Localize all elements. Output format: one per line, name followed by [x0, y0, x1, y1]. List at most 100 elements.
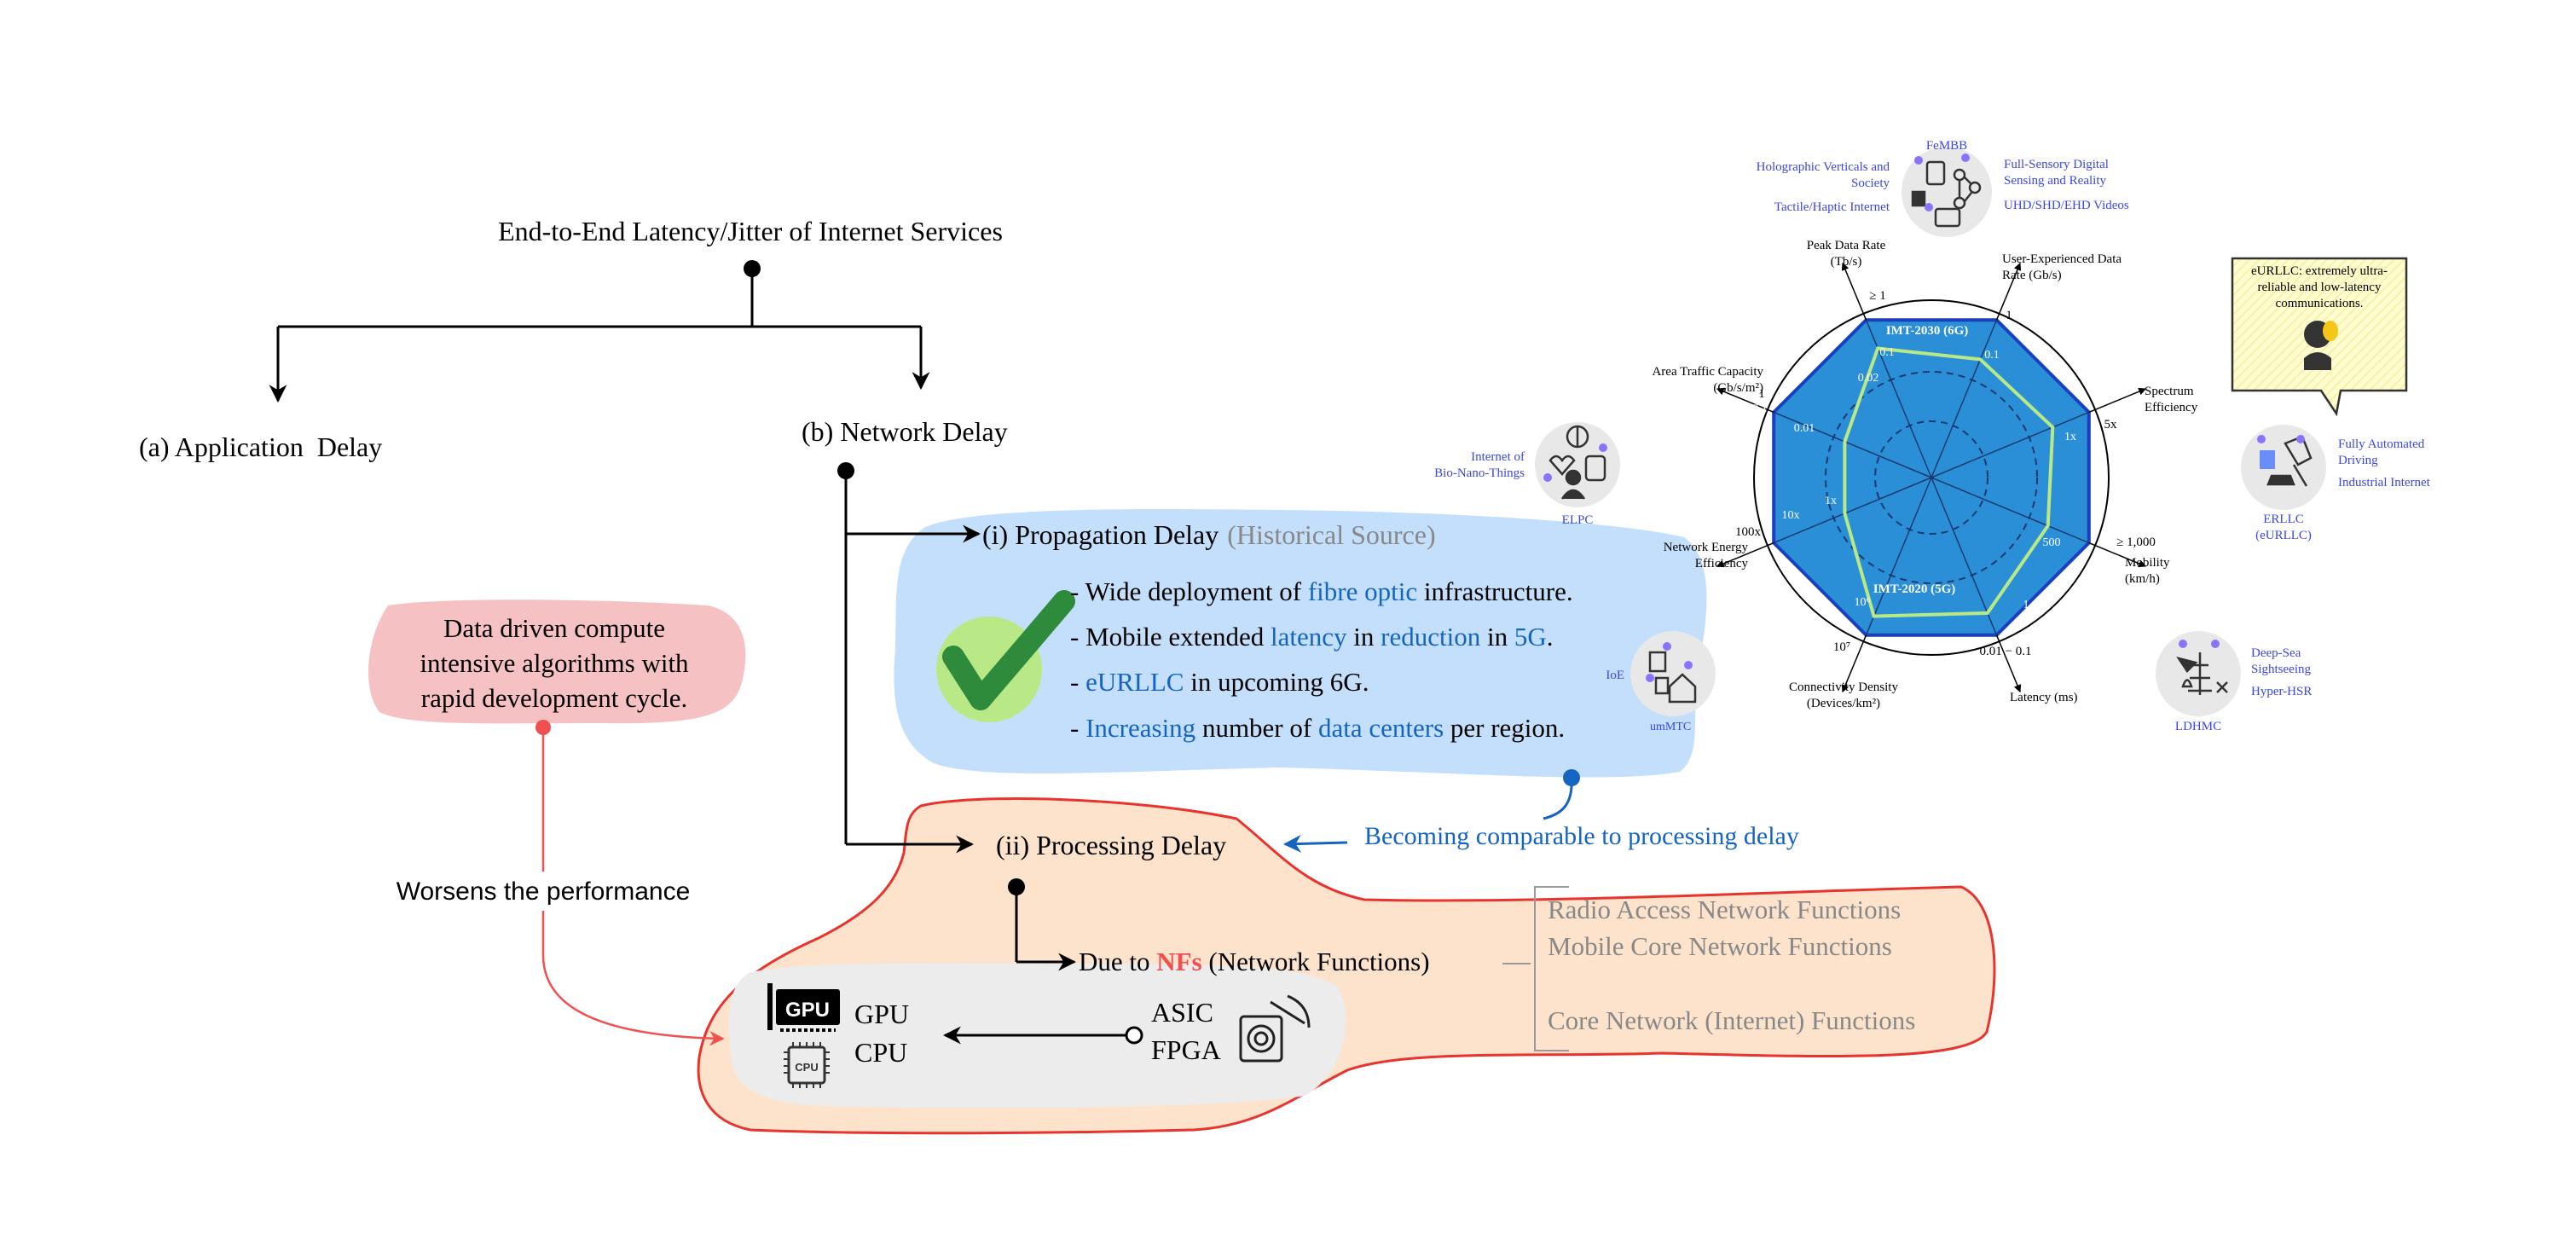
svg-text:Sightseeing: Sightseeing — [2251, 663, 2311, 676]
core-internet-functions: Core Network (Internet) Functions — [1548, 1005, 1915, 1035]
radar-outer-circle — [1753, 299, 2110, 656]
bullet-eurllc: - eURLLC in upcoming 6G. — [1070, 667, 1369, 697]
radar-axis-5 — [1995, 634, 2022, 693]
radar-axis-top-7: 100x — [1735, 525, 1762, 539]
eurllc-callout: eURLLC: extremely ultra- reliable and lo… — [2231, 257, 2408, 417]
radar-axis-name-7: Network Energy — [1664, 541, 1749, 554]
ummtc-cluster: IoE umMTC — [1606, 631, 1716, 733]
bullet-datacenters: - Increasing number of data centers per … — [1070, 713, 1565, 743]
svg-text:eURLLC: extremely ultra-: eURLLC: extremely ultra- — [2251, 264, 2388, 278]
radar-axis-8 — [1716, 387, 1774, 414]
elpc-icon — [1535, 422, 1620, 507]
radar-spoke-5 — [1931, 477, 1998, 636]
erllc-cluster: ERLLC (eURLLC) Fully Automated Driving I… — [2241, 425, 2431, 542]
svg-text:Society: Society — [1851, 177, 1890, 190]
radar-axis-3 — [2088, 387, 2147, 414]
radar-axis-name-5: Latency (ms) — [2010, 691, 2078, 704]
elpc-cluster: ELPC Internet of Bio-Nano-Things — [1434, 422, 1620, 527]
radar-spoke-6 — [1865, 477, 1932, 636]
application-delay-label: (a) Application Delay — [139, 431, 382, 462]
ldhmc-cluster: LDHMC Deep-Sea Sightseeing Hyper-HSR — [2156, 631, 2312, 733]
svg-text:Bio-Nano-Things: Bio-Nano-Things — [1434, 466, 1525, 480]
radar-axis-top-2: 1 — [2006, 309, 2012, 322]
svg-text:Driving: Driving — [2338, 454, 2378, 467]
radar-inner-label: 1x — [1825, 495, 1837, 507]
svg-text:Tactile/Haptic Internet: Tactile/Haptic Internet — [1774, 200, 1890, 214]
erllc-label: ERLLC — [2263, 513, 2304, 526]
femmb-cluster: FeMBB Holographic Verticals and Society … — [1757, 139, 2129, 237]
radar-axis-top-5: 0.01 − 0.1 — [1980, 645, 2032, 658]
svg-text:rapid development cycle.: rapid development cycle. — [421, 683, 687, 713]
svg-text:Fully Automated: Fully Automated — [2338, 437, 2425, 451]
ioe-label: IoE — [1606, 669, 1624, 682]
ummtc-label: umMTC — [1650, 721, 1691, 733]
svg-text:intensive algorithms with: intensive algorithms with — [420, 648, 689, 678]
radar-axis-top-6: 10⁷ — [1833, 640, 1850, 654]
radar-axis-unit-1: (Tb/s) — [1831, 255, 1862, 269]
data-driven-blob — [368, 599, 746, 724]
radar-axis-top-4: ≥ 1,000 — [2116, 536, 2156, 549]
svg-text:Data driven compute: Data driven compute — [443, 613, 665, 643]
svg-text:Deep-Sea: Deep-Sea — [2251, 646, 2301, 660]
svg-text:CPU: CPU — [795, 1061, 818, 1074]
femmb-label: FeMBB — [1926, 139, 1967, 153]
ldhmc-icon — [2156, 631, 2241, 716]
comparable-note: Becoming comparable to processing delay — [1364, 822, 1799, 850]
ran-functions: Radio Access Network Functions — [1548, 895, 1901, 924]
fpga-label: FPGA — [1151, 1034, 1221, 1065]
gpu-label: GPU — [854, 999, 909, 1029]
cpu-icon: CPU — [784, 1042, 830, 1088]
radar-axis-unit-6: (Devices/km²) — [1807, 697, 1880, 710]
radar-axis-name-8: Area Traffic Capacity — [1652, 365, 1763, 379]
radar-inner-label: 0.02 — [1858, 372, 1879, 385]
label-5g: IMT-2020 (5G) — [1873, 582, 1956, 596]
radar-axis-7 — [1716, 542, 1774, 568]
mobile-core-functions: Mobile Core Network Functions — [1548, 931, 1892, 961]
radar-inner-label: 0.1 — [1984, 349, 2000, 362]
radar-ring-1 — [1874, 420, 1988, 535]
root-title: End-to-End Latency/Jitter of Internet Se… — [498, 216, 1003, 246]
radar-inner-label: 0.1 — [1752, 403, 1768, 415]
propagation-delay-label: (i) Propagation Delay(Historical Source) — [982, 519, 1436, 550]
label-6g: IMT-2030 (6G) — [1886, 324, 1969, 338]
bullet-fibre: - Wide deployment of fibre optic infrast… — [1070, 576, 1573, 606]
radar-axis-name-1: Peak Data Rate — [1807, 239, 1886, 252]
radar-inner-label: 0.01 — [1794, 422, 1815, 435]
radar-spoke-3 — [1931, 411, 2090, 478]
radar-5g-outline — [1843, 346, 2055, 618]
asic-label: ASIC — [1151, 997, 1213, 1028]
svg-text:Holographic Verticals and: Holographic Verticals and — [1757, 160, 1890, 174]
radar-axis-unit-2: Rate (Gb/s) — [2002, 269, 2062, 282]
idea-person-icon — [2304, 321, 2338, 370]
erllc-icon — [2241, 425, 2326, 510]
radar-axis-name-6: Connectivity Density — [1789, 681, 1898, 694]
femmb-icon — [1902, 147, 1992, 237]
svg-text:Full-Sensory Digital: Full-Sensory Digital — [2004, 158, 2109, 171]
radar-inner-label: 0.1 — [1879, 346, 1895, 359]
radar-axis-6 — [1841, 634, 1867, 693]
radar-axis-2 — [1995, 262, 2022, 321]
gpu-icon: GPU — [767, 983, 840, 1032]
mining-rig-icon — [1239, 994, 1311, 1063]
radar-axis-name-3: Spectrum — [2145, 385, 2194, 398]
radar-axis-unit-7: Efficiency — [1695, 557, 1749, 570]
data-driven-note: Data driven compute intensive algorithms… — [420, 613, 689, 713]
svg-text:reliable and low-latency: reliable and low-latency — [2258, 281, 2382, 294]
propagation-blob — [894, 509, 1707, 778]
radar-spoke-7 — [1773, 477, 1932, 544]
radar-axis-1 — [1841, 262, 1867, 321]
bullet-latency: - Mobile extended latency in reduction i… — [1070, 622, 1554, 652]
cpu-label: CPU — [854, 1037, 907, 1068]
radar-inner-label: 1x — [2064, 431, 2076, 443]
radar-spoke-8 — [1773, 411, 1932, 478]
svg-text:UHD/SHD/EHD Videos: UHD/SHD/EHD Videos — [2004, 199, 2129, 212]
svg-text:Internet of: Internet of — [1471, 450, 1525, 464]
radar-inner-label: 1 — [2023, 599, 2029, 611]
checkmark-icon — [936, 590, 1075, 722]
ummtc-icon — [1630, 631, 1716, 716]
radar-axis-name-4: Mobility — [2125, 556, 2170, 570]
propagation-bullets: - Wide deployment of fibre optic infrast… — [1070, 576, 1573, 743]
svg-text:Hyper-HSR: Hyper-HSR — [2251, 685, 2312, 698]
radar-axis-top-1: ≥ 1 — [1869, 289, 1885, 303]
